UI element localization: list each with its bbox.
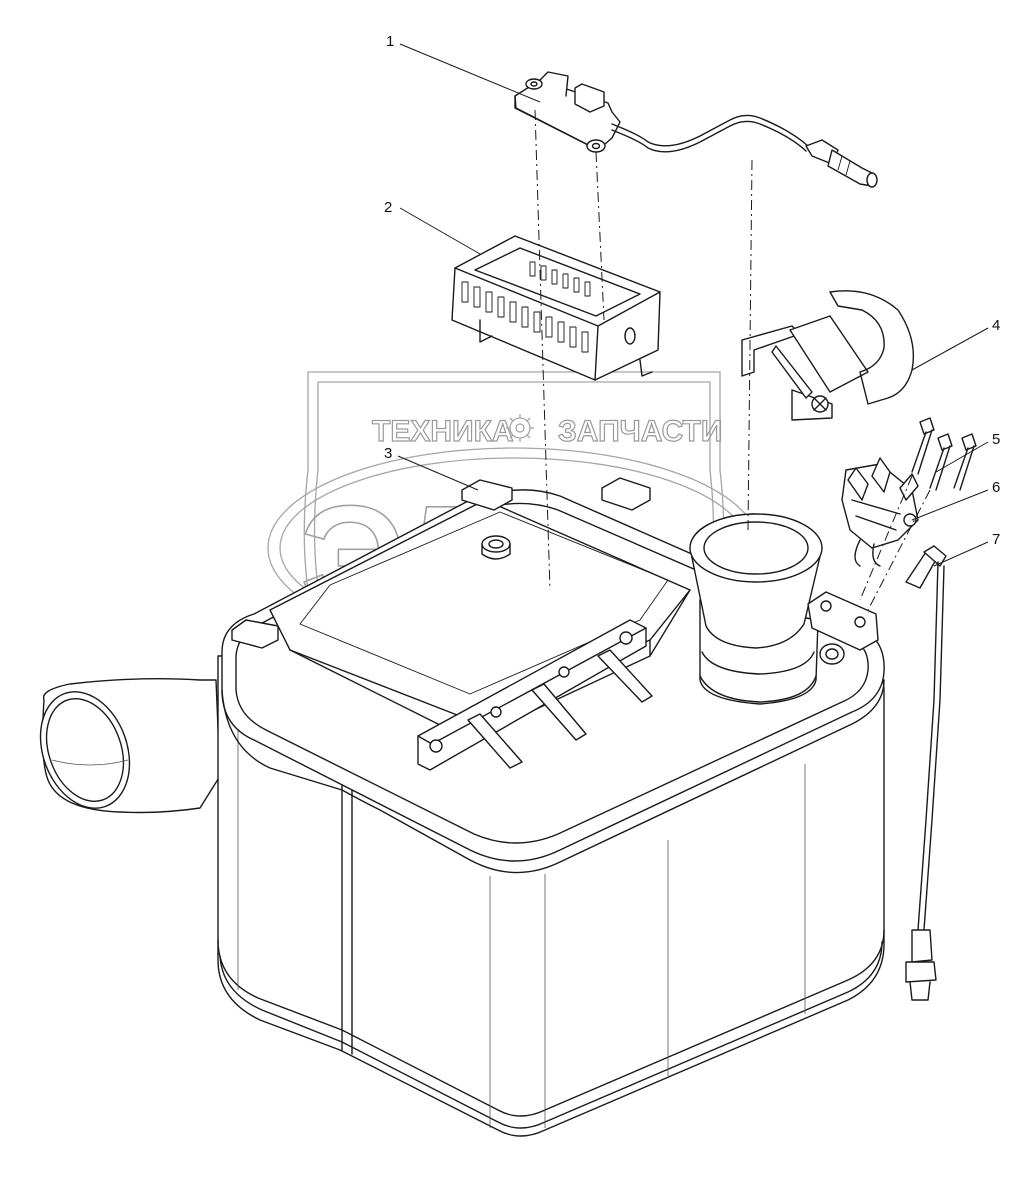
svg-text:6: 6 bbox=[992, 479, 1000, 496]
callout-2: 2 bbox=[384, 199, 481, 255]
main-tank bbox=[39, 477, 885, 1137]
watermark-right-word: ЗАПЧАСТИ bbox=[558, 415, 722, 448]
gear-icon bbox=[506, 414, 534, 442]
svg-text:7: 7 bbox=[992, 531, 1000, 548]
svg-text:2: 2 bbox=[384, 199, 392, 216]
callout-4: 4 bbox=[911, 317, 1000, 371]
part-2-bracket bbox=[451, 235, 661, 381]
part-1-sensor bbox=[514, 71, 878, 188]
callout-5: 5 bbox=[935, 431, 1000, 473]
callout-1: 1 bbox=[386, 33, 541, 103]
part-4-clamp bbox=[741, 290, 915, 421]
callouts: 1 2 3 4 5 6 7 bbox=[384, 33, 1000, 567]
svg-text:4: 4 bbox=[992, 317, 1000, 334]
part-7-rod bbox=[905, 545, 947, 1001]
assembly-lines bbox=[534, 109, 931, 611]
callout-7: 7 bbox=[933, 531, 1000, 567]
svg-text:5: 5 bbox=[992, 431, 1000, 448]
callout-6: 6 bbox=[911, 479, 1000, 521]
callout-3: 3 bbox=[384, 445, 479, 491]
svg-text:1: 1 bbox=[386, 33, 394, 50]
svg-text:3: 3 bbox=[384, 445, 392, 462]
watermark-left-word: ТЕХНИКА bbox=[372, 415, 514, 448]
part-5-6-module bbox=[841, 417, 977, 567]
